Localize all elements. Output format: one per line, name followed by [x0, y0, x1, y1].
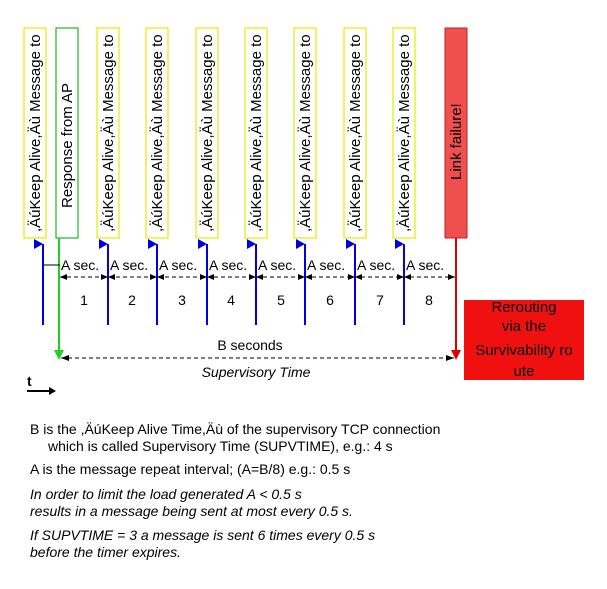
message-box-label: ,ÄúKeep Alive,Äù Message to: [149, 34, 166, 232]
rerouting-line: Rerouting: [491, 299, 556, 316]
message-box-label: ,ÄúKeep Alive,Äù Message to: [248, 34, 265, 232]
interval-line: [43, 264, 455, 280]
interval-number: 2: [128, 292, 136, 308]
note-a-definition: A is the message repeat interval; (A=B/8…: [30, 461, 350, 478]
interval-number: 7: [376, 292, 384, 308]
message-box-label: ,ÄúKeep Alive,Äù Message to: [100, 34, 117, 232]
link-failure-label: Link failure!: [448, 103, 465, 180]
interval-numbers: 1 2 3 4 5 6 7 8: [80, 292, 433, 308]
rerouting-line: Survivability ro: [475, 342, 573, 359]
interval-label: A sec.: [159, 257, 197, 273]
b-seconds-span: B seconds Supervisory Time: [61, 337, 454, 380]
message-box-2: ,ÄúKeep Alive,Äù Message to: [96, 27, 120, 239]
note-line: B is the ,ÄúKeep Alive Time,Äù of the su…: [30, 421, 441, 437]
message-box-6: ,ÄúKeep Alive,Äù Message to: [293, 27, 317, 239]
note-line: results in a message being sent at most …: [30, 503, 353, 519]
note-b-definition: B is the ,ÄúKeep Alive Time,Äù of the su…: [30, 421, 440, 455]
note-example: If SUPVTIME = 3 a message is sent 6 time…: [30, 527, 375, 561]
link-failure-box: Link failure!: [444, 27, 468, 239]
interval-label: A sec.: [307, 257, 345, 273]
message-box-label: ,ÄúKeep Alive,Äù Message to: [27, 34, 44, 232]
interval-number: 3: [178, 292, 186, 308]
message-box-7: ,ÄúKeep Alive,Äù Message to: [343, 27, 367, 239]
time-axis-label: t: [27, 373, 32, 389]
message-box-3: ,ÄúKeep Alive,Äù Message to: [145, 27, 169, 239]
interval-number: 6: [326, 292, 334, 308]
message-box-label: ,ÄúKeep Alive,Äù Message to: [396, 34, 413, 232]
interval-number: 5: [277, 292, 285, 308]
interval-label: A sec.: [258, 257, 296, 273]
supervision-diagram: ,ÄúKeep Alive,Äù Message to ,ÄúKeep Aliv…: [23, 27, 584, 395]
green-response-arrow: [54, 238, 64, 360]
interval-label: A sec.: [61, 257, 99, 273]
interval-labels: A sec. A sec. A sec. A sec. A sec. A sec…: [61, 257, 444, 273]
message-box-8: ,ÄúKeep Alive,Äù Message to: [392, 27, 416, 239]
interval-number: 4: [227, 292, 235, 308]
message-box-5: ,ÄúKeep Alive,Äù Message to: [244, 27, 268, 239]
message-box-label: ,ÄúKeep Alive,Äù Message to: [297, 34, 314, 232]
note-load-limit: In order to limit the load generated A <…: [30, 486, 353, 520]
note-line: In order to limit the load generated A <…: [30, 486, 302, 502]
rerouting-line: via the: [502, 318, 546, 335]
message-box-label: ,ÄúKeep Alive,Äù Message to: [347, 34, 364, 232]
interval-label: A sec.: [110, 257, 148, 273]
rerouting-box: Rerouting via the Survivability ro ute: [464, 299, 584, 380]
message-box-label: ,ÄúKeep Alive,Äù Message to: [199, 34, 216, 232]
interval-label: A sec.: [357, 257, 395, 273]
note-line: If SUPVTIME = 3 a message is sent 6 time…: [30, 527, 376, 543]
message-box-1: ,ÄúKeep Alive,Äù Message to: [23, 27, 47, 239]
note-line: A is the message repeat interval; (A=B/8…: [30, 461, 351, 477]
rerouting-line: ute: [514, 363, 535, 380]
interval-label: A sec.: [209, 257, 247, 273]
interval-number: 1: [80, 292, 88, 308]
response-box-label: Response from AP: [59, 83, 76, 208]
interval-label: A sec.: [406, 257, 444, 273]
supervisory-time-label: Supervisory Time: [202, 364, 311, 380]
note-line: which is called Supervisory Time (SUPVTI…: [48, 438, 393, 454]
red-failure-arrow: [451, 238, 461, 360]
interval-number: 8: [425, 292, 433, 308]
time-axis: t: [27, 373, 56, 395]
response-box: Response from AP: [55, 27, 79, 239]
message-box-4: ,ÄúKeep Alive,Äù Message to: [195, 27, 219, 239]
note-line: before the timer expires.: [30, 544, 181, 560]
b-seconds-label: B seconds: [217, 337, 282, 353]
blue-arrows: [34, 239, 405, 325]
